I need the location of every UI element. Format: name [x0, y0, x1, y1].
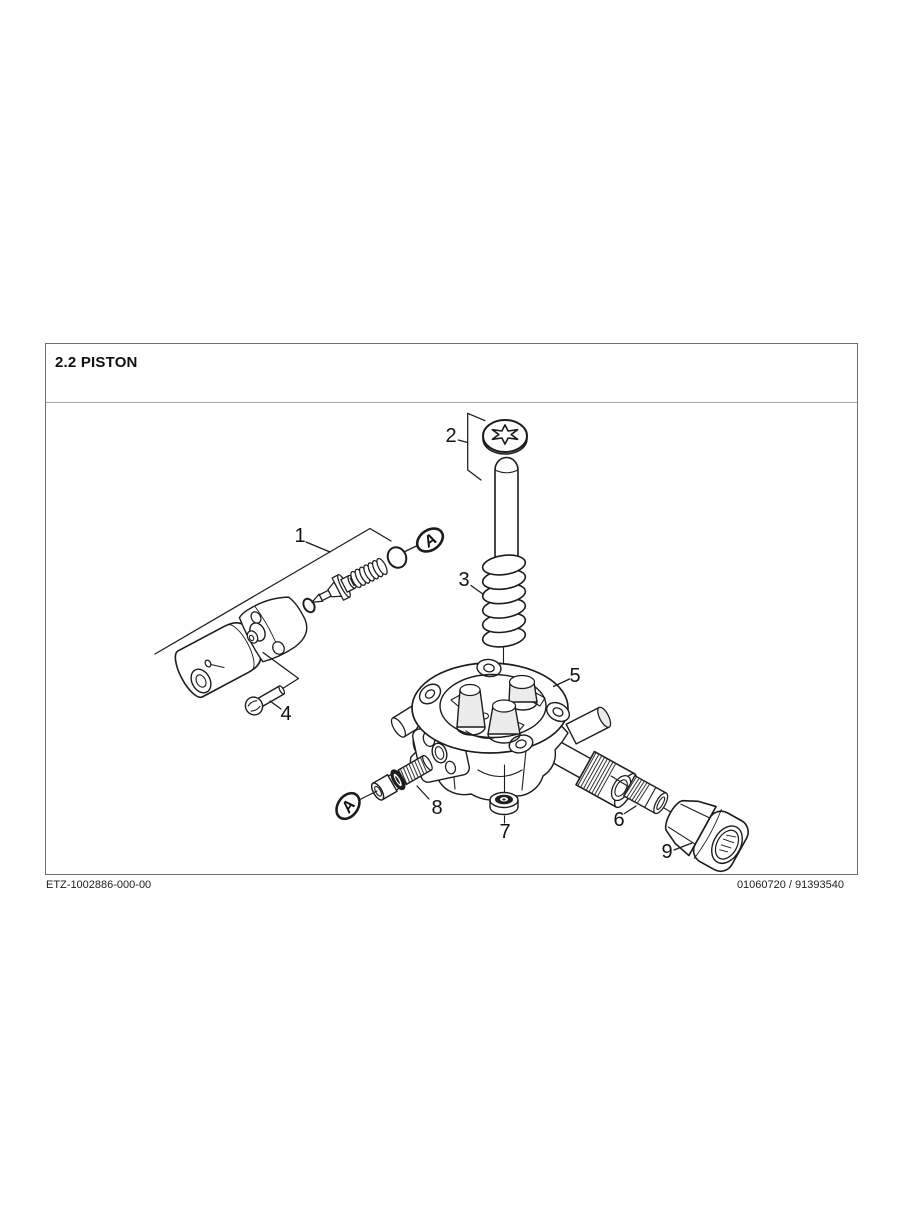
callout-5: 5	[569, 665, 581, 687]
document-code: 01060720 / 91393540	[736, 879, 844, 891]
callout-3: 3	[458, 569, 470, 591]
section-title: 2.2 PISTON	[55, 354, 138, 371]
figure-title-row: 2.2 PISTON	[46, 344, 857, 403]
callout-6: 6	[613, 809, 625, 831]
callout-7: 7	[499, 821, 511, 843]
callout-8: 8	[431, 797, 443, 819]
drawing-number: ETZ-1002886-000-00	[46, 879, 152, 891]
callout-2: 2	[445, 425, 457, 447]
callout-9: 9	[661, 841, 673, 863]
callout-1: 1	[294, 525, 306, 547]
callout-4: 4	[280, 703, 292, 725]
